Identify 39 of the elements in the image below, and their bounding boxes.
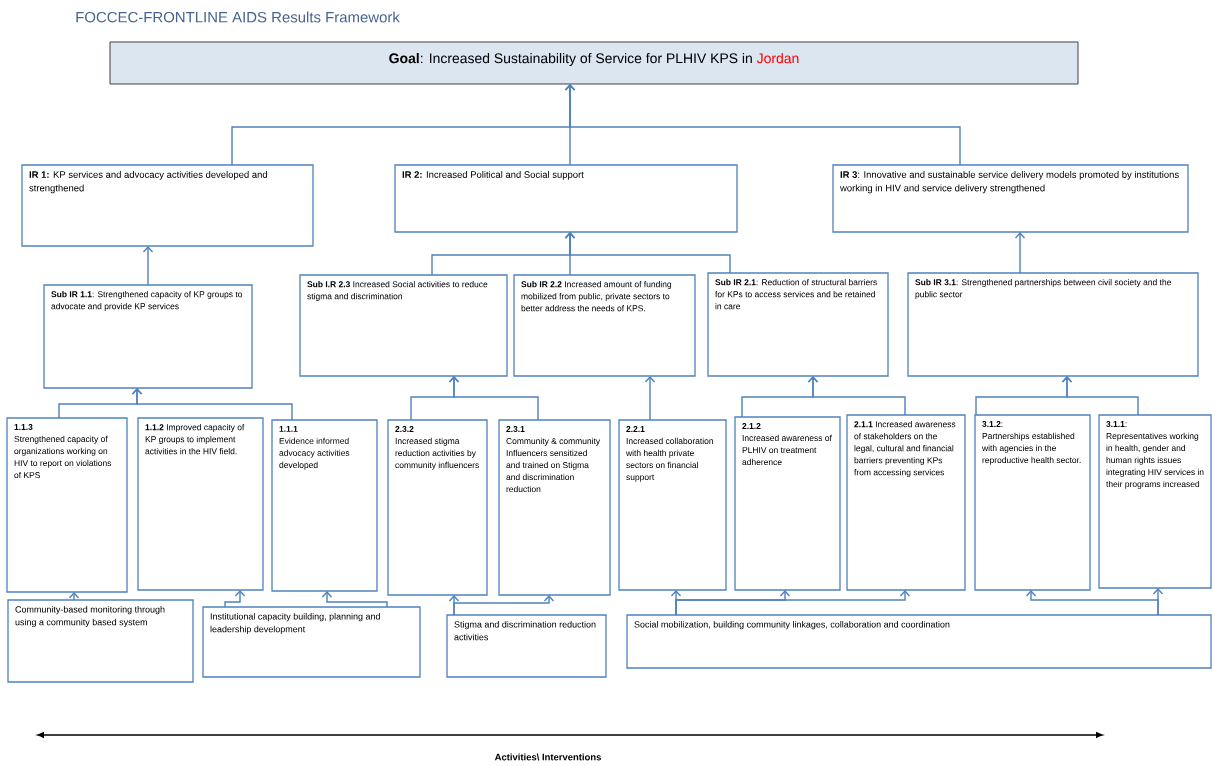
connector-arrow — [564, 84, 961, 166]
result-box: 1.1.1 Evidence informed advocacy activities developed — [271, 419, 378, 592]
connector-arrow — [564, 232, 731, 274]
result-box: IR 2: Increased Political and Social support — [394, 164, 738, 233]
result-box: 2.3.1 Community & community Influencers sensitized and trained on Stigma and discrimination reduction — [498, 419, 611, 596]
result-box: 3.1.1: Representatives working in health, gender and human rights issues integrating HIV services in their programs increased — [1098, 414, 1212, 589]
result-box: Sub IR 2.1: Reduction of structural barriers for KPs to access services and be retained in care — [707, 272, 889, 377]
connector-arrow — [224, 590, 246, 608]
result-box: Sub IR 1.1: Strengthened capacity of KP groups to advocate and provide KP services — [43, 284, 253, 389]
result-box: Sub I.R 2.3 Increased Social activities to reduce stigma and discrimination — [299, 274, 508, 377]
result-box: 2.1.1 Increased awareness of stakeholders on the legal, cultural and financial barriers preventing KPs from accessing services — [846, 414, 966, 591]
axis-label: Activities\ Interventions — [494, 753, 601, 761]
result-box: 1.1.2 Improved capacity of KP groups to implement activities in the HIV field. — [137, 417, 264, 591]
connector-arrow — [1152, 588, 1164, 616]
result-box: Sub IR 3.1: Strengthened partnerships between civil society and the public sector — [907, 272, 1199, 377]
result-box: Community-based monitoring through using a community based system — [7, 599, 194, 683]
result-box: Stigma and discrimination reduction activities — [446, 614, 607, 678]
title: FOCCEC-FRONTLINE AIDS Results Framework — [76, 11, 400, 23]
result-box: Social mobilization, building community linkages, collaboration and coordination — [626, 614, 1212, 669]
connector-arrow — [675, 590, 911, 616]
result-box: Institutional capacity building, planning and leadership development — [202, 606, 421, 678]
connector-arrow — [644, 376, 656, 421]
result-box: 2.2.1 Increased collaboration with health private sectors on financial support — [618, 419, 727, 591]
result-box: Sub IR 2.2 Increased amount of funding mobilized from public, private sectors to better address the needs of KPS. — [513, 274, 696, 377]
connector-arrow — [131, 388, 293, 421]
result-box: 1.1.3 Strengthened capacity of organizations working on HIV to report on violations of KPS — [6, 417, 128, 593]
result-box: 2.1.2 Increased awareness of PLHIV on treatment adherence — [734, 416, 841, 591]
connector-arrow — [321, 591, 388, 608]
connector-arrow — [1061, 376, 1139, 416]
connector-arrow — [453, 595, 555, 616]
connector-arrow — [807, 376, 906, 416]
result-box: IR 1: KP services and advocacy activities developed and strengthened — [21, 164, 314, 247]
result-box: 3.1.2: Partnerships established with agencies in the reproductive health sector. — [974, 414, 1091, 591]
result-box: 2.3.2 Increased stigma reduction activities by community influencers — [387, 419, 488, 596]
goal-box: Goal: Increased Sustainability of Service for PLHIV KPS in Jordan — [109, 41, 1079, 85]
connector-arrow — [448, 376, 539, 421]
connector-arrow — [142, 246, 154, 286]
connector-arrow — [1014, 232, 1026, 274]
result-box: IR 3: Innovative and sustainable service delivery models promoted by institutions working in HIV and service delivery strengthened — [832, 164, 1189, 233]
